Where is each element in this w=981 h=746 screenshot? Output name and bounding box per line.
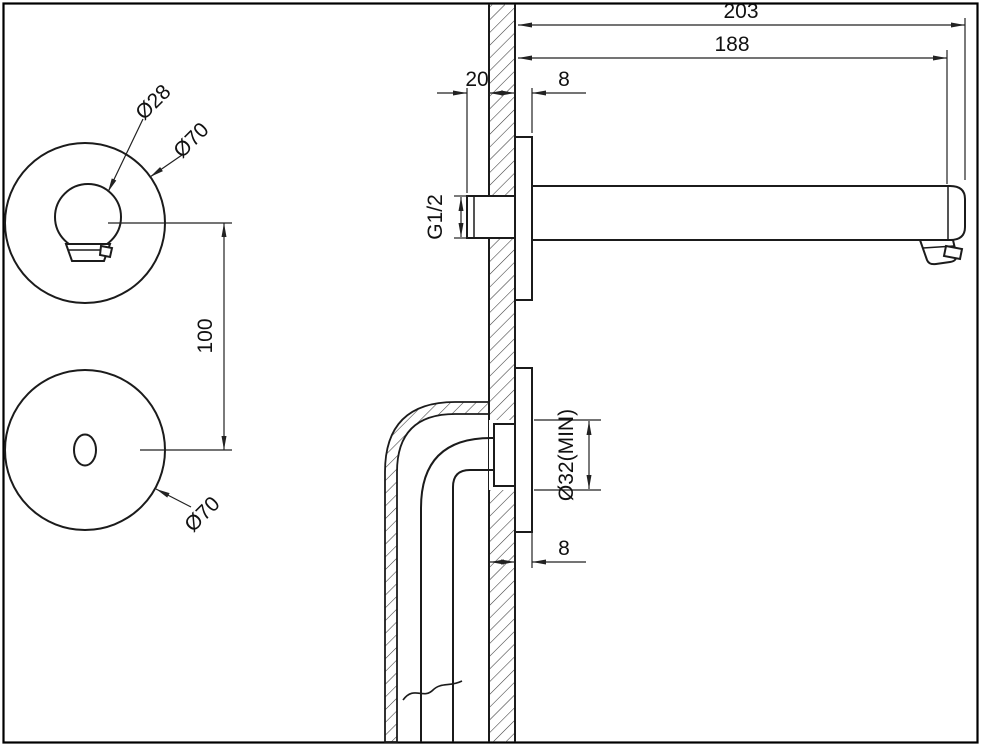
sensor-window	[73, 433, 97, 467]
dim-wall-hole: Ø32(MIN)	[534, 409, 601, 501]
aerator-front	[64, 243, 112, 262]
dim-flange-thickness-bottom: 8	[490, 532, 586, 568]
leader-line	[155, 488, 192, 508]
supply-pipe-inner	[452, 469, 494, 742]
side-view-spout	[466, 136, 966, 301]
label-escutcheon-bottom-text: Ø70	[180, 492, 224, 536]
dim-center-distance: 100	[108, 222, 232, 451]
dim-flange-thickness-top: 8	[531, 68, 586, 133]
leader-line	[149, 154, 183, 178]
spout-tube	[531, 185, 966, 241]
front-view-spout	[4, 142, 166, 304]
dim-label-wall-hole: Ø32(MIN)	[555, 409, 578, 501]
wall-hatch	[489, 4, 515, 742]
dim-label-thread-size: G1/2	[424, 194, 447, 240]
spout-tube-front	[54, 183, 122, 251]
dim-label-center-distance: 100	[194, 318, 217, 353]
dim-thread-size: G1/2	[424, 194, 468, 240]
aerator-tab-side	[942, 244, 964, 261]
aerator-front-tab	[98, 244, 114, 259]
sensor-escutcheon	[514, 367, 533, 533]
label-escutcheon-bottom: Ø70	[155, 488, 225, 537]
dim-label-flange-bottom: 8	[558, 537, 570, 560]
dim-label-flange-top: 8	[558, 68, 570, 91]
supply-pipe-outer	[420, 437, 494, 742]
concealed-cover-section	[384, 401, 490, 743]
label-escutcheon-top: Ø70	[149, 118, 214, 178]
dim-label-spout-length: 188	[714, 33, 749, 56]
dim-spout-length: 188	[518, 33, 948, 184]
dim-label-thread-length: 20	[465, 68, 488, 91]
side-view-sensor	[384, 367, 533, 743]
spout-escutcheon	[514, 136, 533, 301]
connection-nut	[493, 423, 516, 487]
pipe-break-line	[402, 680, 463, 701]
label-escutcheon-top-text: Ø70	[169, 118, 213, 162]
wall-section	[488, 4, 516, 742]
dim-total-length: 203	[518, 0, 966, 180]
dim-thread-length: 20	[437, 68, 515, 193]
thread-nipple	[466, 195, 516, 239]
front-view-sensor	[4, 369, 166, 531]
leader-line	[107, 118, 144, 193]
label-spout-diameter-text: Ø28	[131, 80, 175, 124]
dim-label-total-length: 203	[723, 0, 758, 23]
